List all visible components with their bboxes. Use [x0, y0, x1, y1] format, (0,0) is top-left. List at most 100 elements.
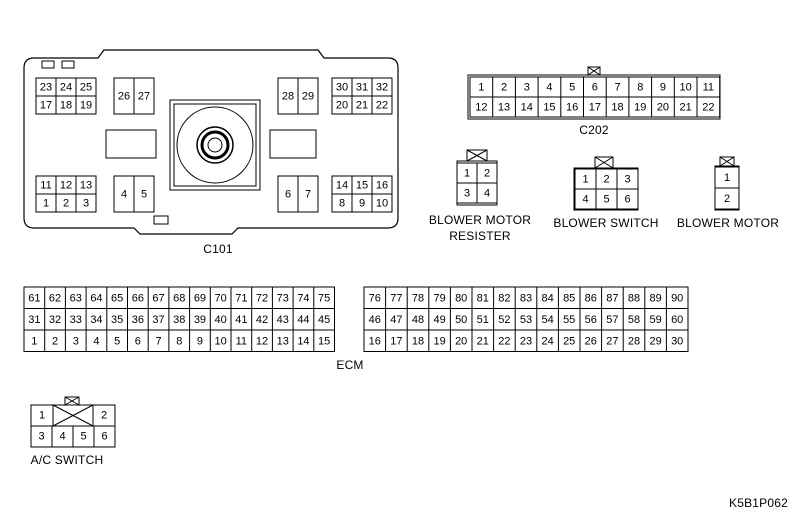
ecm-right-pin-87: 87	[606, 292, 618, 304]
c101-slot-left	[105, 129, 157, 159]
ecm-right-pin-16: 16	[369, 335, 381, 347]
ecm-right-pin-49: 49	[433, 314, 445, 326]
c101-tab	[41, 60, 55, 69]
ecm-right-pin-89: 89	[649, 292, 661, 304]
ecm-left-pin-73: 73	[277, 292, 289, 304]
c202-pin-7: 7	[614, 82, 620, 94]
ecm-right-pin-54: 54	[541, 314, 553, 326]
c101-mid-b-pin-7: 7	[305, 189, 311, 201]
ecm-left-pin-62: 62	[49, 292, 61, 304]
ecm-right-pin-23: 23	[520, 335, 532, 347]
ecm-left-pin-1: 1	[31, 335, 37, 347]
resister-pin-3: 3	[464, 188, 470, 200]
ecm-right-pin-19: 19	[433, 335, 445, 347]
ecm-left-block	[23, 286, 335, 352]
c101-bolt-head	[200, 130, 230, 160]
ecm-right-pin-53: 53	[520, 314, 532, 326]
c202-pin-15: 15	[543, 102, 555, 114]
c202-pin-22: 22	[702, 102, 714, 114]
c202-pin-21: 21	[680, 102, 692, 114]
c101-bottom-right-pin-16: 16	[376, 180, 388, 192]
ecm-right-pin-56: 56	[585, 314, 597, 326]
c101-bottom-right-pin-8: 8	[339, 198, 345, 210]
c101-tab	[61, 60, 75, 69]
c101-top-right-pin-21: 21	[356, 100, 368, 112]
c202-pin-13: 13	[498, 102, 510, 114]
blower-switch-pin-2: 2	[603, 174, 609, 186]
c202-pin-12: 12	[475, 102, 487, 114]
c101-top-right-pin-20: 20	[336, 100, 348, 112]
ecm-left-pin-3: 3	[73, 335, 79, 347]
ecm-right-pin-18: 18	[412, 335, 424, 347]
c101-top-right-pin-32: 32	[376, 82, 388, 94]
ecm-right-pin-20: 20	[455, 335, 467, 347]
ecm-right-pin-27: 27	[606, 335, 618, 347]
ecm-left-pin-42: 42	[256, 314, 268, 326]
ecm-right-pin-21: 21	[477, 335, 489, 347]
ecm-left-pin-37: 37	[152, 314, 164, 326]
blower-motor-resister-label-line2: RESISTER	[449, 229, 511, 243]
blower-switch-latch-x	[594, 156, 614, 169]
ecm-right-pin-76: 76	[369, 292, 381, 304]
c101-bottom-right-pin-14: 14	[336, 180, 348, 192]
blower-motor-pin-1: 1	[724, 172, 730, 184]
ecm-left-pin-74: 74	[297, 292, 309, 304]
ecm-right-pin-82: 82	[498, 292, 510, 304]
c101-top-left-pin-19: 19	[80, 100, 92, 112]
c202-pin-17: 17	[589, 102, 601, 114]
ecm-right-pin-84: 84	[541, 292, 553, 304]
c101-bottom-left-pin-11: 11	[40, 180, 51, 192]
c202-latch-x	[587, 66, 601, 76]
ecm-right-pin-48: 48	[412, 314, 424, 326]
ecm-left-pin-69: 69	[194, 292, 206, 304]
ecm-left-pin-70: 70	[215, 292, 227, 304]
ac-switch-latch-x	[64, 396, 80, 406]
blower-motor-label: BLOWER MOTOR	[676, 216, 780, 230]
ecm-right-pin-59: 59	[649, 314, 661, 326]
ecm-right-pin-81: 81	[477, 292, 489, 304]
c101-mid-a-pin-4: 4	[121, 189, 127, 201]
ecm-left-pin-75: 75	[318, 292, 330, 304]
ecm-left-pin-65: 65	[111, 292, 123, 304]
ecm-right-pin-22: 22	[498, 335, 510, 347]
c202-pin-1: 1	[478, 82, 484, 94]
ecm-left-pin-8: 8	[176, 335, 182, 347]
ecm-right-pin-86: 86	[585, 292, 597, 304]
ecm-left-pin-39: 39	[194, 314, 206, 326]
c202-pin-6: 6	[592, 82, 598, 94]
ecm-left-pin-14: 14	[297, 335, 309, 347]
c202-pin-2: 2	[501, 82, 507, 94]
ecm-left-pin-13: 13	[277, 335, 289, 347]
ecm-left-pin-64: 64	[90, 292, 102, 304]
ecm-right-pin-57: 57	[606, 314, 618, 326]
c101-key	[153, 215, 169, 225]
resister-pin-4: 4	[484, 188, 490, 200]
c101-center-frame	[169, 99, 261, 191]
c101-bolt-center	[207, 137, 223, 153]
ac-switch-pin-2: 2	[101, 410, 107, 422]
c202-pin-20: 20	[657, 102, 669, 114]
ecm-right-pin-30: 30	[671, 335, 683, 347]
c101-mid-a-pin-5: 5	[141, 189, 147, 201]
ecm-right-pin-80: 80	[455, 292, 467, 304]
c101-pair-b-pin-29: 29	[302, 91, 314, 103]
c101-top-right-pin-22: 22	[376, 100, 388, 112]
ecm-right-pin-88: 88	[628, 292, 640, 304]
ecm-left-pin-10: 10	[215, 335, 227, 347]
blower-motor-resister-label-line1: BLOWER MOTOR	[428, 213, 532, 227]
c202-pin-9: 9	[660, 82, 666, 94]
c202-pin-16: 16	[566, 102, 578, 114]
c101-housing	[23, 49, 399, 235]
c101-top-left-pin-25: 25	[80, 82, 92, 94]
ecm-left-pin-67: 67	[152, 292, 164, 304]
ecm-right-pin-85: 85	[563, 292, 575, 304]
blower-motor-pin-2: 2	[724, 193, 730, 205]
c202-pin-11: 11	[703, 82, 714, 94]
c101-bottom-right-pin-10: 10	[376, 198, 388, 210]
ac-switch-pin-5: 5	[80, 431, 86, 443]
c202-pin-10: 10	[680, 82, 692, 94]
resister-pin-2: 2	[484, 168, 490, 180]
ecm-right-pin-77: 77	[390, 292, 402, 304]
ecm-left-pin-12: 12	[256, 335, 268, 347]
